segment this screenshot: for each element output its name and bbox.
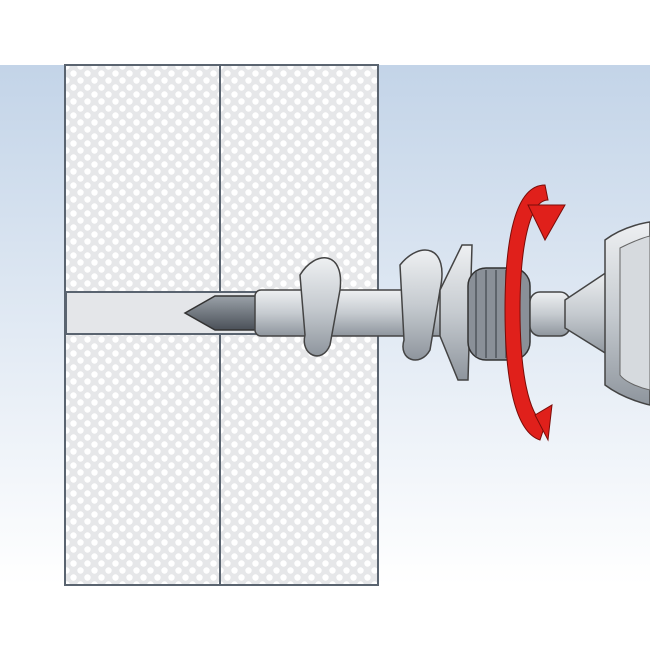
drill-chuck [564, 221, 650, 406]
anchor-flange [439, 244, 473, 381]
anchor-thread [299, 257, 342, 357]
rotation-arrow-icon [504, 184, 566, 442]
bit-shaft [529, 291, 571, 337]
